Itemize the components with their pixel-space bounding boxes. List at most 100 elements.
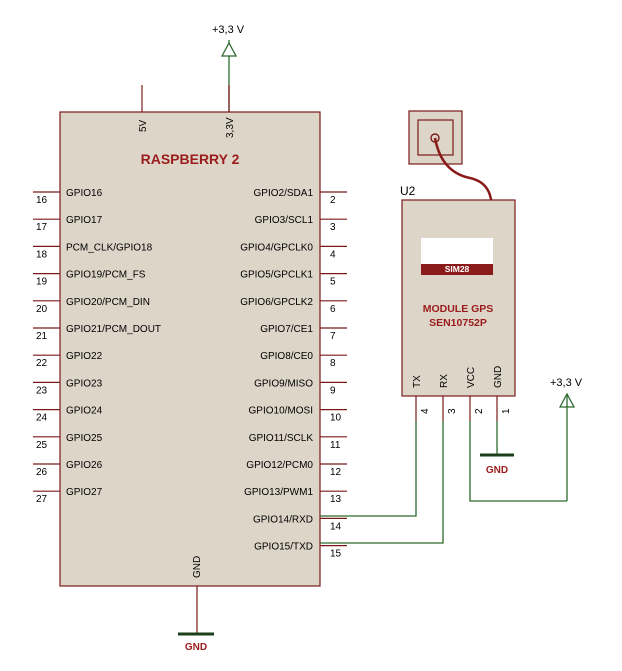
gps-title-line2: SEN10752P (429, 317, 487, 329)
wire-rxd-tx (320, 421, 417, 517)
gps-pin-vcc-label: VCC (466, 367, 477, 388)
pin-name: GPIO23 (66, 378, 103, 389)
left-pin-23: 23 GPIO23 (33, 378, 103, 396)
gps-pin-num-3: 3 (447, 408, 458, 414)
pin-name: GPIO26 (66, 460, 103, 471)
wires (320, 421, 567, 544)
pin-name: GPIO15/TXD (254, 542, 313, 553)
power-symbol-right: +3,3 V (550, 377, 583, 501)
pin-number: 12 (330, 467, 342, 478)
chip-label: SIM28 (445, 264, 470, 274)
pin-number: 2 (330, 195, 336, 206)
right-pin-12: 12 GPIO12/PCM0 (246, 460, 347, 478)
pin-number: 8 (330, 358, 336, 369)
pin-name: GPIO11/SCLK (249, 433, 314, 444)
pin-number: 23 (36, 385, 48, 396)
pin-name: GPIO24 (66, 406, 103, 417)
pin-number: 13 (330, 494, 342, 505)
pin-name: GPIO14/RXD (253, 514, 313, 525)
pin-name: GPIO4/GPCLK0 (240, 242, 313, 253)
gps-title-line1: MODULE GPS (423, 303, 494, 315)
pin-number: 3 (330, 222, 336, 233)
gps-pin-rx-label: RX (439, 374, 450, 388)
gps-pin-num-2: 2 (474, 408, 485, 414)
pin-name: GPIO2/SDA1 (254, 188, 314, 199)
power-label-right: +3,3 V (550, 377, 583, 389)
gnd-label-gps: GND (486, 465, 508, 476)
power-symbol-top: +3,3 V (212, 24, 245, 112)
pin-name: GPIO9/MISO (254, 378, 313, 389)
pin-number: 18 (36, 249, 48, 260)
raspberry-title: RASPBERRY 2 (141, 151, 240, 167)
pin-number: 21 (36, 331, 48, 342)
pin-name: GPIO20/PCM_DIN (66, 297, 150, 308)
pin-name: GPIO17 (66, 215, 103, 226)
left-pin-26: 26 GPIO26 (33, 460, 103, 478)
right-pin-3: 3 GPIO3/SCL1 (255, 215, 347, 233)
power-label-top: +3,3 V (212, 24, 245, 36)
pin-number: 14 (330, 521, 342, 532)
pin-number: 16 (36, 195, 48, 206)
left-pin-20: 20 GPIO20/PCM_DIN (33, 297, 150, 315)
right-pin-4: 4 GPIO4/GPCLK0 (240, 242, 347, 260)
pin-number: 7 (330, 331, 336, 342)
pin-3v3-label: 3,3V (225, 117, 236, 138)
gps-pin-num-1: 1 (501, 408, 512, 414)
pin-number: 5 (330, 277, 336, 288)
antenna-icon (408, 110, 499, 219)
pin-gnd-label: GND (192, 556, 203, 578)
pin-name: GPIO12/PCM0 (246, 460, 313, 471)
ground-symbol-gps: GND (480, 421, 514, 476)
pin-number: 20 (36, 304, 48, 315)
pin-number: 17 (36, 222, 48, 233)
pin-name: GPIO16 (66, 188, 103, 199)
right-pin-7: 7 GPIO7/CE1 (260, 324, 347, 342)
gps-pin-gnd-label: GND (493, 366, 504, 388)
pin-name: PCM_CLK/GPIO18 (66, 242, 153, 253)
right-pin-11: 11 GPIO11/SCLK (249, 433, 347, 451)
left-pin-24: 24 GPIO24 (33, 406, 103, 424)
wire-txd-rx (320, 421, 444, 544)
gps-pin-tx-label: TX (412, 375, 423, 388)
pin-number: 6 (330, 304, 336, 315)
right-pin-8: 8 GPIO8/CE0 (260, 351, 347, 369)
pin-number: 27 (36, 494, 48, 505)
right-pin-6: 6 GPIO6/GPCLK2 (240, 297, 347, 315)
pin-number: 11 (330, 440, 341, 451)
right-pin-14: 14 GPIO14/RXD (253, 514, 347, 532)
pin-number: 26 (36, 467, 48, 478)
gnd-label-bottom: GND (185, 642, 207, 653)
pin-name: GPIO22 (66, 351, 103, 362)
pin-name: GPIO6/GPCLK2 (240, 297, 313, 308)
pin-number: 4 (330, 249, 336, 260)
pin-number: 24 (36, 413, 48, 424)
pin-name: GPIO3/SCL1 (255, 215, 314, 226)
pin-name: GPIO19/PCM_FS (66, 270, 146, 281)
gps-pin-num-4: 4 (420, 408, 431, 414)
pin-name: GPIO27 (66, 487, 103, 498)
left-pin-27: 27 GPIO27 (33, 487, 103, 505)
pin-number: 22 (36, 358, 48, 369)
wire-vcc (469, 421, 567, 502)
pin-name: GPIO7/CE1 (260, 324, 313, 335)
left-pin-21: 21 GPIO21/PCM_DOUT (33, 324, 161, 342)
pin-5v-label: 5V (138, 119, 149, 132)
pin-name: GPIO5/GPCLK1 (240, 270, 313, 281)
left-pin-22: 22 GPIO22 (33, 351, 103, 369)
pin-number: 10 (330, 413, 342, 424)
right-pin-13: 13 GPIO13/PWM1 (244, 487, 347, 505)
pin-name: GPIO13/PWM1 (244, 487, 313, 498)
left-pin-17: 17 GPIO17 (33, 215, 103, 233)
raspberry-pi-component: RASPBERRY 2 5V 3,3V GND 16 GPIO16 17 GPIO17… (33, 85, 347, 634)
pin-name: GPIO8/CE0 (260, 351, 313, 362)
pin-name: GPIO21/PCM_DOUT (66, 324, 161, 335)
left-pin-16: 16 GPIO16 (33, 188, 103, 206)
gps-ref-label: U2 (400, 184, 416, 198)
pin-number: 25 (36, 440, 48, 451)
gps-module-component: U2 SIM28 MODULE GPS SEN10752P TX RX VCC … (400, 184, 516, 421)
